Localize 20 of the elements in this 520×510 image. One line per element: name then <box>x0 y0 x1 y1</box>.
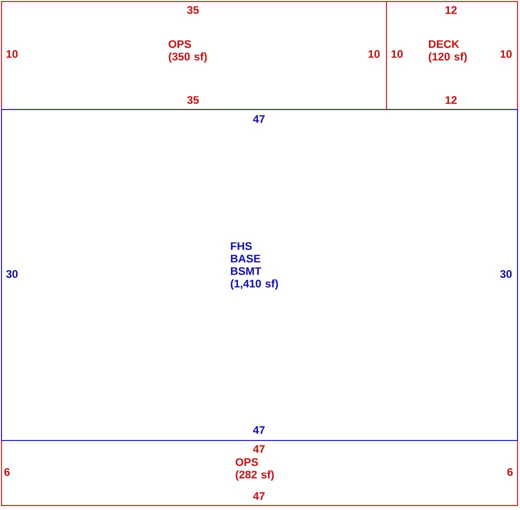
room-label: OPS (282 sf) <box>236 458 274 481</box>
dimension-label: 47 <box>253 492 265 500</box>
room-label: FHS BASE BSMT (1,410 sf) <box>230 242 278 290</box>
room-label: DECK (120 sf) <box>428 40 467 63</box>
dimension-label: 12 <box>446 96 457 104</box>
dimension-label: 35 <box>187 6 199 14</box>
dimension-label: 10 <box>392 50 403 58</box>
dimension-label: 30 <box>6 270 18 278</box>
dimension-label: 10 <box>500 50 512 58</box>
dimension-label: 30 <box>500 270 512 278</box>
room-label: OPS (350 sf) <box>168 40 207 63</box>
dimension-label: 12 <box>446 6 457 14</box>
dimension-label: 6 <box>4 468 10 476</box>
dimension-label: 47 <box>253 445 265 453</box>
dimension-label: 35 <box>187 96 199 104</box>
dimension-label: 6 <box>507 468 513 476</box>
dimension-label: 10 <box>6 50 18 58</box>
dimension-label: 47 <box>253 426 265 434</box>
dimension-label: 47 <box>253 115 265 123</box>
dimension-label: 10 <box>368 50 380 58</box>
